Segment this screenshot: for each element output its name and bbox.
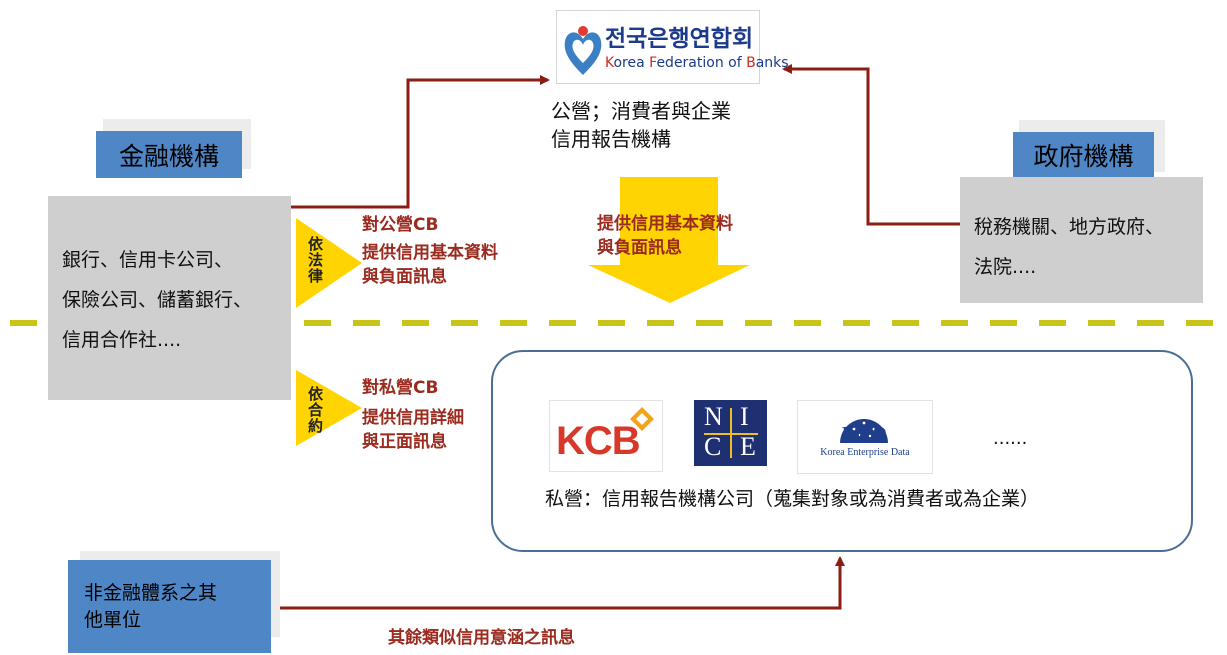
kcb-diamond-icon [630, 407, 654, 431]
private-cb-flow: 對私營CB 提供信用詳細 與正面訊息 [362, 378, 464, 452]
kfb-english-name: Korea Federation of Banks [605, 55, 789, 71]
government-text: 稅務機關、地方政府、 法院.... [974, 216, 1165, 278]
kfb-emblem-icon [564, 26, 602, 75]
ked-logo: KED Korea Enterprise Data [797, 400, 933, 474]
arrow-financial-to-kfb [290, 75, 550, 209]
gov-down-arrow [588, 177, 750, 303]
kcb-text: KCB [556, 419, 641, 463]
by-contract-label: 依合約 [306, 386, 324, 434]
private-cb-caption: 私營：信用報告機構公司（蒐集對象或為消費者或為企業） [545, 488, 1040, 510]
private-cb-box: KCB N I C E KED Korea Enterprise Data ..… [491, 350, 1193, 552]
more-cb-ellipsis: ...... [993, 428, 1028, 449]
gov-flow-text: 提供信用基本資料 與負面訊息 [597, 214, 733, 258]
kfb-logo: 전국은행연합회 Korea Federation of Banks [556, 10, 789, 84]
contract-triangle [296, 370, 362, 446]
financial-institutions-text: 銀行、信用卡公司、 保險公司、儲蓄銀行、 信用合作社.... [62, 249, 253, 351]
law-triangle [296, 218, 362, 308]
nonfinancial-text: 非金融體系之其 他單位 [84, 581, 218, 631]
public-cb-label: 公營；消費者與企業 信用報告機構 [551, 99, 731, 151]
government-title: 政府機構 [1013, 132, 1154, 178]
kcb-logo: KCB [549, 400, 663, 472]
ked-globe-icon [840, 419, 888, 443]
government-box: 稅務機關、地方政府、 法院.... [960, 177, 1203, 303]
arrow-nonfinancial-to-private [262, 556, 845, 610]
ked-short: KED [841, 423, 889, 445]
by-law-label: 依法律 [306, 236, 324, 284]
nice-logo: N I C E [694, 400, 767, 466]
ked-full: Korea Enterprise Data [820, 447, 910, 458]
public-cb-flow: 對公營CB 提供信用基本資料 與負面訊息 [362, 215, 498, 287]
other-info-label: 其餘類似信用意涵之訊息 [388, 628, 575, 648]
kfb-korean-name: 전국은행연합회 [605, 26, 754, 52]
financial-institutions-box: 銀行、信用卡公司、 保險公司、儲蓄銀行、 信用合作社.... [48, 196, 291, 400]
nonfinancial-box: 非金融體系之其 他單位 [68, 560, 271, 653]
financial-title: 金融機構 [96, 131, 242, 178]
arrow-government-to-kfb [782, 64, 960, 226]
